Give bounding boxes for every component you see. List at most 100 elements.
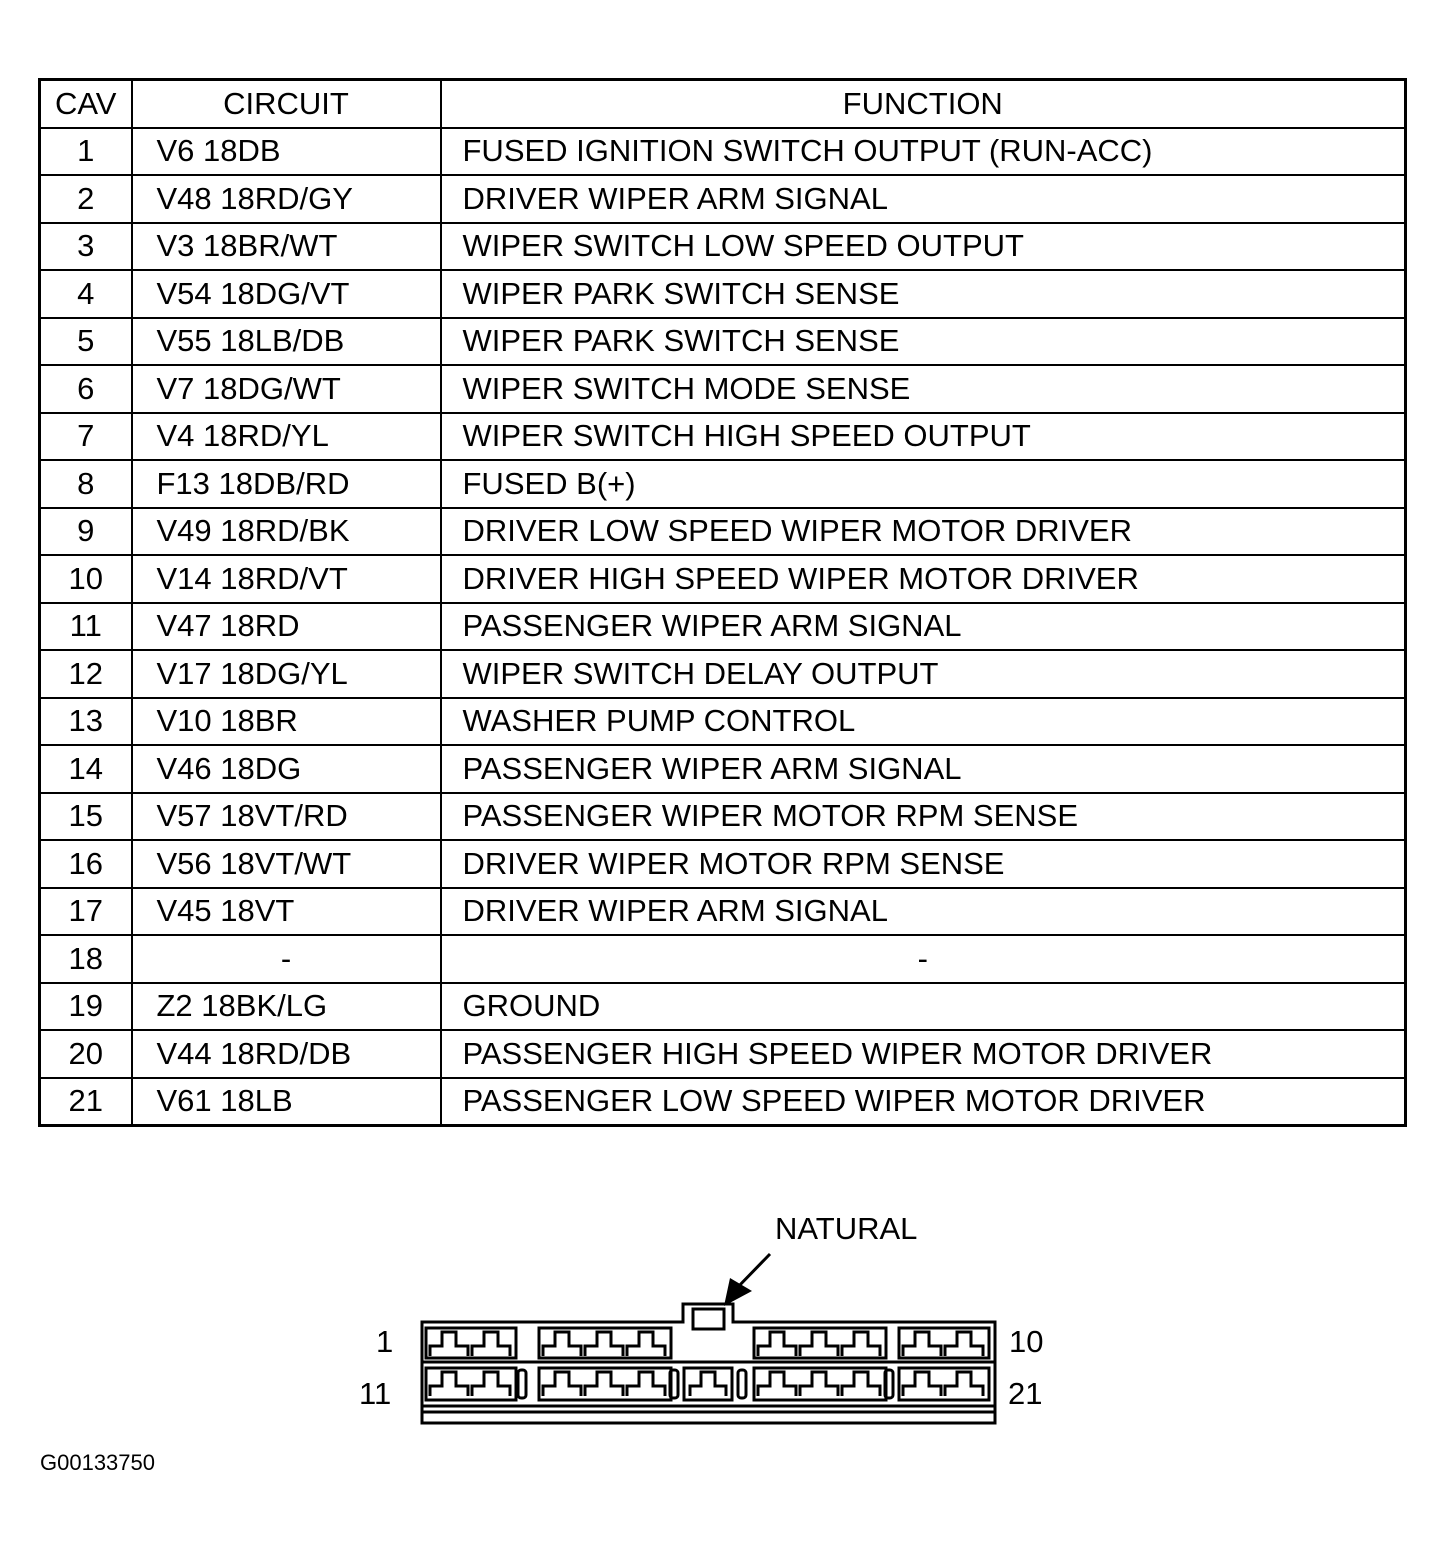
cell-circuit: V4 18RD/YL xyxy=(130,411,442,461)
cell-cav: 6 xyxy=(38,364,133,414)
cell-cav: 15 xyxy=(38,791,133,841)
cell-cav: 4 xyxy=(38,269,133,319)
cell-function: DRIVER WIPER MOTOR RPM SENSE xyxy=(439,839,1407,889)
cell-cav: 13 xyxy=(38,696,133,746)
cell-cav: 17 xyxy=(38,886,133,936)
cell-circuit: V57 18VT/RD xyxy=(130,791,442,841)
cell-circuit: V54 18DG/VT xyxy=(130,269,442,319)
table-row: 18-- xyxy=(38,934,1407,984)
terminal-cavity xyxy=(541,1370,583,1396)
terminal-cavity xyxy=(943,1370,985,1396)
cell-function: WIPER PARK SWITCH SENSE xyxy=(439,316,1407,366)
cell-circuit: V55 18LB/DB xyxy=(130,316,442,366)
cell-cav: 19 xyxy=(38,981,133,1031)
cell-function: WIPER SWITCH MODE SENSE xyxy=(439,364,1407,414)
cell-cav: 1 xyxy=(38,126,133,176)
terminal-cavity xyxy=(798,1370,840,1396)
separator-post xyxy=(736,1368,748,1400)
terminal-cavity xyxy=(901,1330,943,1356)
cell-circuit: - xyxy=(130,934,442,984)
cavity-group xyxy=(424,1326,518,1360)
cell-circuit: V7 18DG/WT xyxy=(130,364,442,414)
cell-function: PASSENGER WIPER ARM SIGNAL xyxy=(439,601,1407,651)
terminal-cavity xyxy=(688,1370,728,1396)
terminal-cavity xyxy=(625,1330,667,1356)
column-header-function: FUNCTION xyxy=(439,78,1407,129)
connector-color-label: NATURAL xyxy=(775,1211,918,1246)
pin-label-top-left: 1 xyxy=(376,1324,394,1359)
cell-cav: 16 xyxy=(38,839,133,889)
separator-post xyxy=(516,1368,528,1400)
cell-function: PASSENGER LOW SPEED WIPER MOTOR DRIVER xyxy=(439,1076,1407,1127)
terminal-cavity xyxy=(428,1370,470,1396)
terminal-cavity xyxy=(798,1330,840,1356)
cell-circuit: V45 18VT xyxy=(130,886,442,936)
terminal-cavity xyxy=(840,1330,882,1356)
terminal-cavity xyxy=(583,1330,625,1356)
cell-circuit: V61 18LB xyxy=(130,1076,442,1127)
pin-label-top-right: 10 xyxy=(1009,1324,1044,1359)
cell-cav: 7 xyxy=(38,411,133,461)
cell-circuit: V14 18RD/VT xyxy=(130,554,442,604)
terminal-cavity xyxy=(470,1330,512,1356)
cell-function: WIPER PARK SWITCH SENSE xyxy=(439,269,1407,319)
cavity-group xyxy=(897,1326,991,1360)
cell-circuit: F13 18DB/RD xyxy=(130,459,442,509)
natural-color-leader-arrow xyxy=(724,1252,772,1306)
terminal-cavity xyxy=(943,1330,985,1356)
connector-housing xyxy=(420,1302,997,1425)
cell-cav: 2 xyxy=(38,174,133,224)
cell-cav: 3 xyxy=(38,221,133,271)
separator-post xyxy=(668,1368,680,1400)
pin-label-bottom-right: 21 xyxy=(1008,1376,1043,1411)
column-header-cav: CAV xyxy=(38,78,133,129)
cavity-group xyxy=(682,1366,734,1402)
cell-cav: 21 xyxy=(38,1076,133,1127)
terminal-cavity xyxy=(625,1370,667,1396)
cell-function: PASSENGER WIPER ARM SIGNAL xyxy=(439,744,1407,794)
cell-cav: 12 xyxy=(38,649,133,699)
cell-function: DRIVER WIPER ARM SIGNAL xyxy=(439,886,1407,936)
terminal-cavity xyxy=(470,1370,512,1396)
terminal-cavity xyxy=(756,1370,798,1396)
cell-cav: 18 xyxy=(38,934,133,984)
cell-circuit: V47 18RD xyxy=(130,601,442,651)
cell-circuit: V49 18RD/BK xyxy=(130,506,442,556)
cell-cav: 10 xyxy=(38,554,133,604)
cell-function: GROUND xyxy=(439,981,1407,1031)
cell-circuit: V44 18RD/DB xyxy=(130,1029,442,1079)
cell-function: FUSED B(+) xyxy=(439,459,1407,509)
cell-function: WIPER SWITCH DELAY OUTPUT xyxy=(439,649,1407,699)
cell-cav: 14 xyxy=(38,744,133,794)
cell-cav: 11 xyxy=(38,601,133,651)
cell-circuit: V46 18DG xyxy=(130,744,442,794)
terminal-cavity xyxy=(901,1370,943,1396)
cell-function: DRIVER LOW SPEED WIPER MOTOR DRIVER xyxy=(439,506,1407,556)
cell-function: PASSENGER HIGH SPEED WIPER MOTOR DRIVER xyxy=(439,1029,1407,1079)
cell-circuit: V10 18BR xyxy=(130,696,442,746)
cell-function: WIPER SWITCH HIGH SPEED OUTPUT xyxy=(439,411,1407,461)
cell-circuit: V56 18VT/WT xyxy=(130,839,442,889)
column-header-circuit: CIRCUIT xyxy=(130,78,442,129)
connector-key xyxy=(691,1307,726,1331)
cavity-group xyxy=(537,1326,673,1360)
terminal-cavity xyxy=(583,1370,625,1396)
cell-function: FUSED IGNITION SWITCH OUTPUT (RUN-ACC) xyxy=(439,126,1407,176)
